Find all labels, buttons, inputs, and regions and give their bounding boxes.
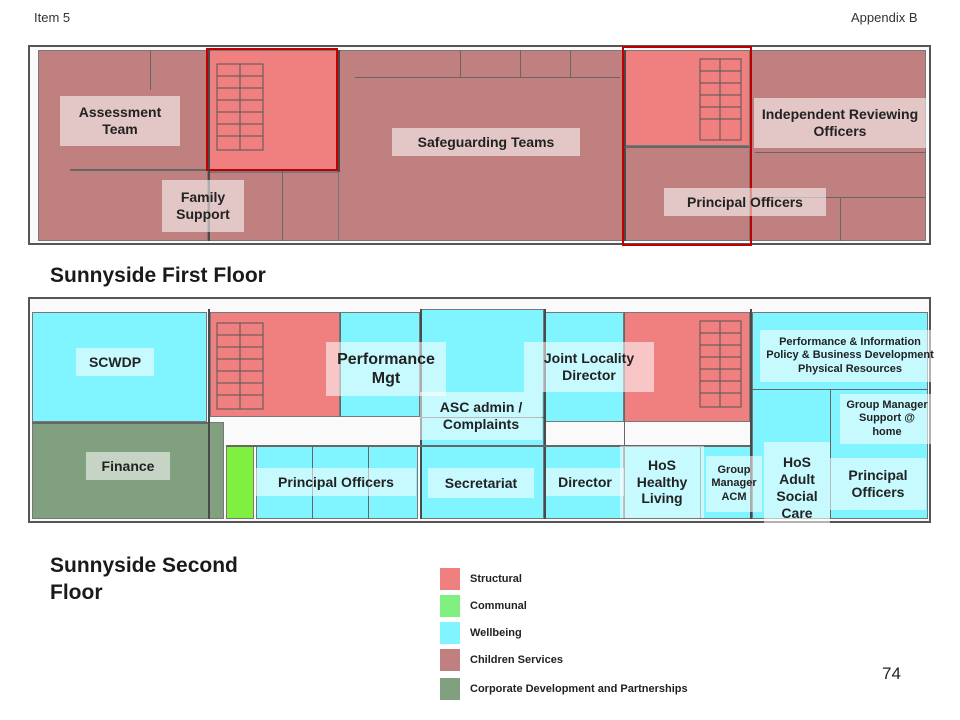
legend-item: Children Services	[440, 649, 563, 671]
zone-structural-right	[624, 50, 750, 146]
wall	[752, 389, 928, 390]
header-item: Item 5	[34, 10, 71, 25]
wall	[70, 169, 298, 171]
wall	[624, 50, 626, 241]
stairs-icon	[699, 58, 742, 141]
legend-label: Corporate Development and Partnerships	[470, 683, 688, 695]
wall	[520, 50, 521, 78]
label-asc-admin-complaints: ASC admin / Complaints	[420, 392, 542, 440]
wall	[544, 309, 546, 519]
zone-structural-left	[208, 50, 338, 172]
zone-structural-stairs-left	[210, 312, 340, 417]
label-independent-reviewing-officers: Independent Reviewing Officers	[754, 98, 926, 148]
label-group-manager-support: Group Manager Support @ home	[840, 394, 934, 444]
legend-swatch	[440, 649, 460, 671]
label-assessment-team: Assessment Team	[60, 96, 180, 146]
label-principal-officers-right: Principal Officers	[830, 458, 926, 510]
structural-highlight-left	[206, 48, 338, 171]
label-group-manager-acm: Group Manager ACM	[706, 456, 762, 512]
wall	[150, 50, 151, 90]
label-secretariat: Secretariat	[428, 468, 534, 498]
label-scwdp: SCWDP	[76, 348, 154, 376]
legend-item: Wellbeing	[440, 622, 522, 644]
first-floor-title: Sunnyside First Floor	[50, 264, 266, 287]
label-principal-officers-second: Principal Officers	[256, 468, 416, 496]
wall	[208, 309, 210, 519]
wall	[32, 422, 208, 424]
label-safeguarding-teams: Safeguarding Teams	[392, 128, 580, 156]
zone-communal-photocopy	[226, 445, 254, 519]
label-hos-healthy-living: HoS Healthy Living	[620, 446, 704, 518]
wall	[840, 197, 841, 241]
wall	[750, 309, 752, 519]
legend-swatch	[440, 568, 460, 590]
label-family-support: Family Support	[162, 180, 244, 232]
second-floor-title: Sunnyside Second Floor	[50, 554, 238, 605]
wall	[624, 312, 625, 519]
structural-highlight-right	[622, 46, 752, 246]
stairs-icon	[699, 320, 742, 408]
stairs-icon	[216, 63, 264, 151]
wall	[282, 171, 283, 241]
wall	[355, 77, 620, 78]
legend-swatch	[440, 622, 460, 644]
label-principal-officers-first: Principal Officers	[664, 188, 826, 216]
wall	[226, 445, 750, 447]
label-performance-mgt: Performance Mgt	[326, 342, 446, 396]
legend-item: Structural	[440, 568, 522, 590]
wall	[460, 50, 461, 78]
label-hos-adult-social-care: HoS Adult Social Care	[764, 442, 830, 534]
label-performance-information: Performance & Information Policy & Busin…	[760, 330, 940, 382]
wall	[625, 146, 749, 148]
legend-label: Structural	[470, 573, 522, 585]
legend-label: Wellbeing	[470, 627, 522, 639]
wall	[755, 152, 925, 153]
legend-label: Children Services	[470, 654, 563, 666]
wall	[755, 197, 925, 198]
wall	[338, 50, 340, 172]
label-director: Director	[546, 468, 624, 496]
page-number: 74	[882, 664, 901, 683]
legend-swatch	[440, 595, 460, 617]
label-finance: Finance	[86, 452, 170, 480]
label-joint-locality-director: Joint Locality Director	[524, 342, 654, 392]
wall	[570, 50, 571, 78]
legend-label: Communal	[470, 600, 527, 612]
legend-swatch	[440, 678, 460, 700]
wall	[830, 389, 831, 519]
legend-item: Communal	[440, 595, 527, 617]
stairs-icon	[216, 322, 264, 410]
header-appendix: Appendix B	[851, 10, 918, 25]
wall	[208, 50, 210, 241]
legend-item: Corporate Development and Partnerships	[440, 678, 688, 700]
